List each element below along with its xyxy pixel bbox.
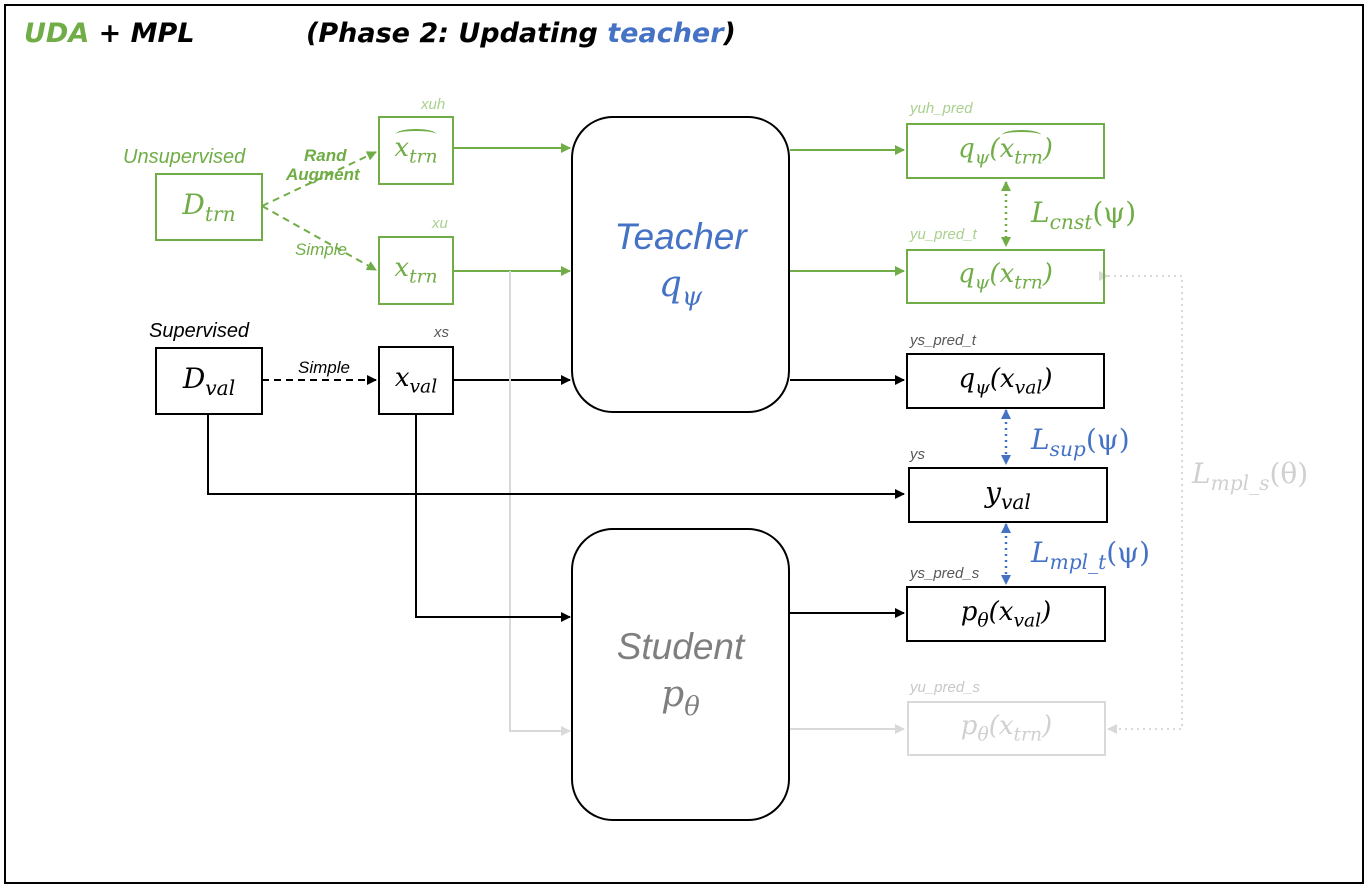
- mpl-s-loss-label: Lmpl_s(θ): [1190, 457, 1311, 496]
- teacher-model: Teacher qψ: [571, 116, 790, 413]
- student-symbol: pθ: [661, 674, 700, 723]
- cnst-loss-label: Lcnst(ψ): [1031, 196, 1137, 235]
- q-x-val-box: qψ(xval): [906, 353, 1105, 409]
- d-trn-symbol: Dtrn: [182, 187, 236, 227]
- diagram-frame: [4, 4, 1364, 884]
- q-x-trn-hat-output: qψ(xtrn): [958, 129, 1053, 169]
- yuh-pred-tag: yuh_pred: [910, 100, 973, 117]
- ys-pred-s-tag: ys_pred_s: [910, 565, 980, 582]
- simple-unsup-edge: [261, 205, 377, 271]
- simple-unsup-label: Simple: [295, 240, 347, 259]
- x-trn-box: xtrn: [378, 236, 454, 305]
- p-x-val-output: pθ(xval): [960, 596, 1052, 632]
- x-trn-hat-box: xtrn: [378, 116, 454, 185]
- student-model: Student pθ: [571, 528, 790, 821]
- yu-pred-s-tag: yu_pred_s: [910, 679, 981, 696]
- x-val-box: xval: [378, 346, 454, 415]
- teacher-name: Teacher: [614, 216, 747, 258]
- p-x-trn-output: pθ(xtrn): [960, 711, 1053, 746]
- phase-teacher: teacher: [607, 18, 724, 49]
- mpl-t-loss-label: Lmpl_t(ψ): [1031, 536, 1151, 575]
- mpl-s-loss-connector: [1099, 271, 1183, 734]
- phase-suffix: ): [723, 18, 736, 49]
- supervised-label: Supervised: [149, 320, 250, 342]
- teacher-symbol: qψ: [658, 264, 703, 313]
- dval-to-yval-edge: [207, 415, 905, 499]
- d-trn-box: Dtrn: [155, 173, 263, 241]
- xs-tag: xs: [434, 324, 449, 341]
- xval-to-student-edge: [415, 415, 571, 622]
- q-x-trn-output: qψ(xtrn): [958, 259, 1053, 294]
- title-phase: (Phase 2: Updating teacher): [306, 18, 736, 49]
- phase-prefix: (Phase 2: Updating: [306, 18, 608, 49]
- student-name: Student: [616, 626, 745, 668]
- q-x-trn-hat-box: qψ(xtrn): [906, 123, 1105, 179]
- q-x-val-output: qψ(xval): [958, 363, 1053, 399]
- q-x-trn-box: qψ(xtrn): [906, 249, 1105, 304]
- y-val-label: yval: [985, 475, 1031, 515]
- x-trn-symbol: xtrn: [394, 253, 438, 288]
- yu-pred-t-tag: yu_pred_t: [910, 226, 977, 243]
- title-uda-mpl: UDA + MPL: [24, 18, 195, 49]
- y-val-box: yval: [908, 467, 1108, 523]
- xu-tag: xu: [432, 215, 448, 232]
- unsupervised-label: Unsupervised: [123, 146, 246, 168]
- sup-loss-label: Lsup(ψ): [1031, 423, 1130, 462]
- p-x-trn-box: pθ(xtrn): [907, 701, 1106, 756]
- d-val-symbol: Dval: [182, 361, 236, 401]
- rand-augment-edge: [261, 151, 377, 207]
- title-uda: UDA: [24, 18, 90, 49]
- x-val-symbol: xval: [394, 363, 438, 398]
- p-x-val-box: pθ(xval): [906, 586, 1106, 642]
- xuh-tag: xuh: [421, 96, 446, 113]
- ys-tag: ys: [910, 446, 925, 463]
- d-val-box: Dval: [155, 347, 263, 415]
- title-mpl: + MPL: [89, 18, 195, 49]
- xu-to-student-edge: [509, 271, 571, 736]
- x-trn-hat-symbol: xtrn: [394, 129, 438, 168]
- ys-pred-t-tag: ys_pred_t: [910, 332, 976, 349]
- simple-sup-label: Simple: [298, 358, 350, 377]
